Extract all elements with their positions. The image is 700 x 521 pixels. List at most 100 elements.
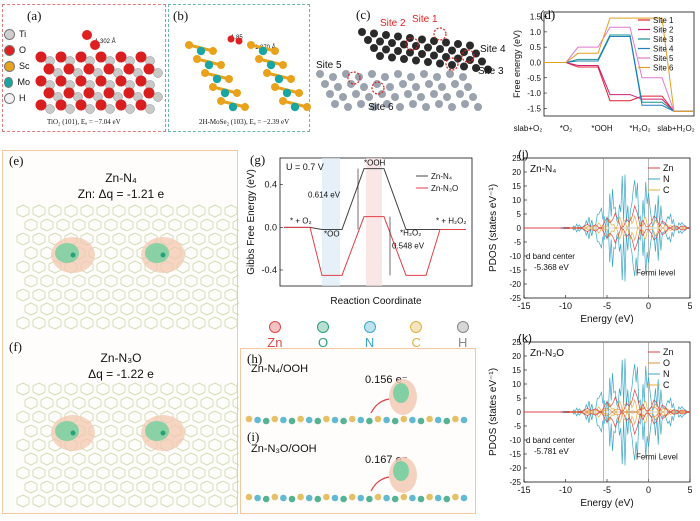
lattice-ring	[192, 204, 206, 218]
lattice-ring	[176, 382, 190, 396]
x-tick-label: 5	[687, 301, 692, 311]
lattice-ring	[160, 204, 174, 218]
slab-atom	[262, 495, 270, 503]
x-tick-label: -5	[603, 485, 611, 495]
lattice-ring	[128, 316, 142, 330]
y-tick-label: -15	[509, 266, 521, 275]
zn-atom	[70, 430, 76, 436]
carbon-atom	[370, 44, 378, 52]
lattice-ring	[40, 452, 54, 466]
lattice-ring	[48, 204, 62, 218]
oxygen-atom	[95, 99, 107, 111]
charge-lobe	[55, 243, 79, 263]
lattice-ring	[64, 466, 78, 480]
lattice-ring	[112, 260, 126, 274]
lattice-ring	[104, 246, 118, 260]
oxygen-atom	[35, 75, 47, 87]
potential-label: U = 0.7 V	[286, 162, 324, 172]
site-5-label: Site 5	[316, 60, 342, 71]
charge-lobe	[145, 243, 169, 263]
se-atom	[201, 69, 209, 77]
lattice-ring	[40, 274, 54, 288]
x-category-label: *O₂	[560, 124, 572, 133]
pdos-series-line	[524, 227, 690, 252]
lattice-ring	[64, 316, 78, 330]
carbon-atom	[418, 35, 426, 44]
atom-legend-item: Mo	[4, 74, 30, 90]
slab-atom	[366, 495, 373, 503]
nitrogen-atom	[334, 83, 342, 91]
lattice-ring	[96, 494, 110, 508]
lattice-ring	[112, 494, 126, 508]
lattice-ring	[216, 424, 230, 438]
carbon-atom	[376, 52, 384, 60]
nitrogen-atom	[326, 90, 334, 98]
lattice-ring	[48, 316, 62, 330]
lattice-ring	[192, 382, 206, 396]
site-marker-icon	[405, 37, 419, 51]
lattice-ring	[184, 274, 198, 288]
lattice-ring	[96, 438, 110, 452]
lattice-ring	[24, 452, 38, 466]
lattice-ring	[96, 260, 110, 274]
zn-n4-ooh-image	[245, 379, 468, 425]
atom-legend-item: Sc	[4, 58, 30, 74]
nitrogen-atom	[368, 70, 376, 78]
se-atom	[193, 55, 201, 63]
lattice-ring	[200, 274, 214, 288]
lattice-ring	[184, 480, 198, 494]
lattice-ring	[144, 466, 158, 480]
x-tick-label: -10	[559, 485, 572, 495]
lattice-ring	[24, 274, 38, 288]
carbon-atom	[394, 32, 402, 41]
charge-density-box: (e) Zn-N₄ Zn: Δq = -1.21 e (f) Zn-N₃O Δq…	[2, 150, 239, 514]
lattice-ring	[112, 466, 126, 480]
lattice-ring	[104, 480, 118, 494]
lattice-ring	[96, 204, 110, 218]
y-tick-label: 5	[517, 210, 522, 219]
lattice-ring	[152, 302, 166, 316]
nitrogen-atom	[391, 93, 399, 101]
lattice-ring	[224, 288, 238, 302]
carbon-atom	[478, 57, 486, 66]
mo-atom	[266, 60, 276, 70]
lattice-ring	[168, 452, 182, 466]
legend-label: Site 1	[653, 16, 674, 25]
lattice-ring	[216, 396, 230, 410]
oxygen-atom	[103, 87, 115, 99]
lattice-ring	[224, 260, 238, 274]
lattice-ring	[152, 396, 166, 410]
lattice-ring	[176, 288, 190, 302]
lattice-ring	[216, 302, 230, 316]
carbon-atom	[436, 59, 444, 68]
panel-h-label: (h)	[247, 351, 263, 366]
site-series-line	[544, 35, 694, 112]
site-series-line	[544, 61, 694, 112]
lattice-ring	[200, 302, 214, 316]
slab-atom	[340, 417, 347, 425]
chart-frame	[543, 11, 695, 117]
lattice-ring	[168, 218, 182, 232]
nitrogen-atom	[461, 100, 469, 108]
slab-atom	[434, 416, 442, 424]
lattice-ring	[232, 246, 239, 260]
lattice-ring	[120, 480, 134, 494]
lattice-ring	[208, 288, 222, 302]
lattice-ring	[168, 480, 182, 494]
legend-label: Zn	[663, 163, 674, 173]
slab-atom	[391, 495, 399, 503]
oxygen-atom	[235, 37, 243, 45]
lattice-ring	[48, 494, 62, 508]
lattice-ring	[96, 288, 110, 302]
oxygen-atom	[75, 99, 87, 111]
carbon-atom	[388, 53, 396, 62]
slab-atom	[357, 494, 365, 502]
titanium-atom	[153, 92, 163, 102]
y-tick-label: 10	[512, 196, 521, 205]
nitrogen-atom	[420, 70, 428, 78]
titanium-atom	[125, 104, 135, 114]
titanium-atom	[45, 104, 55, 114]
x-category-label: slab+O₂	[514, 124, 543, 133]
titanium-atom	[65, 104, 75, 114]
nitrogen-atom	[344, 103, 352, 111]
